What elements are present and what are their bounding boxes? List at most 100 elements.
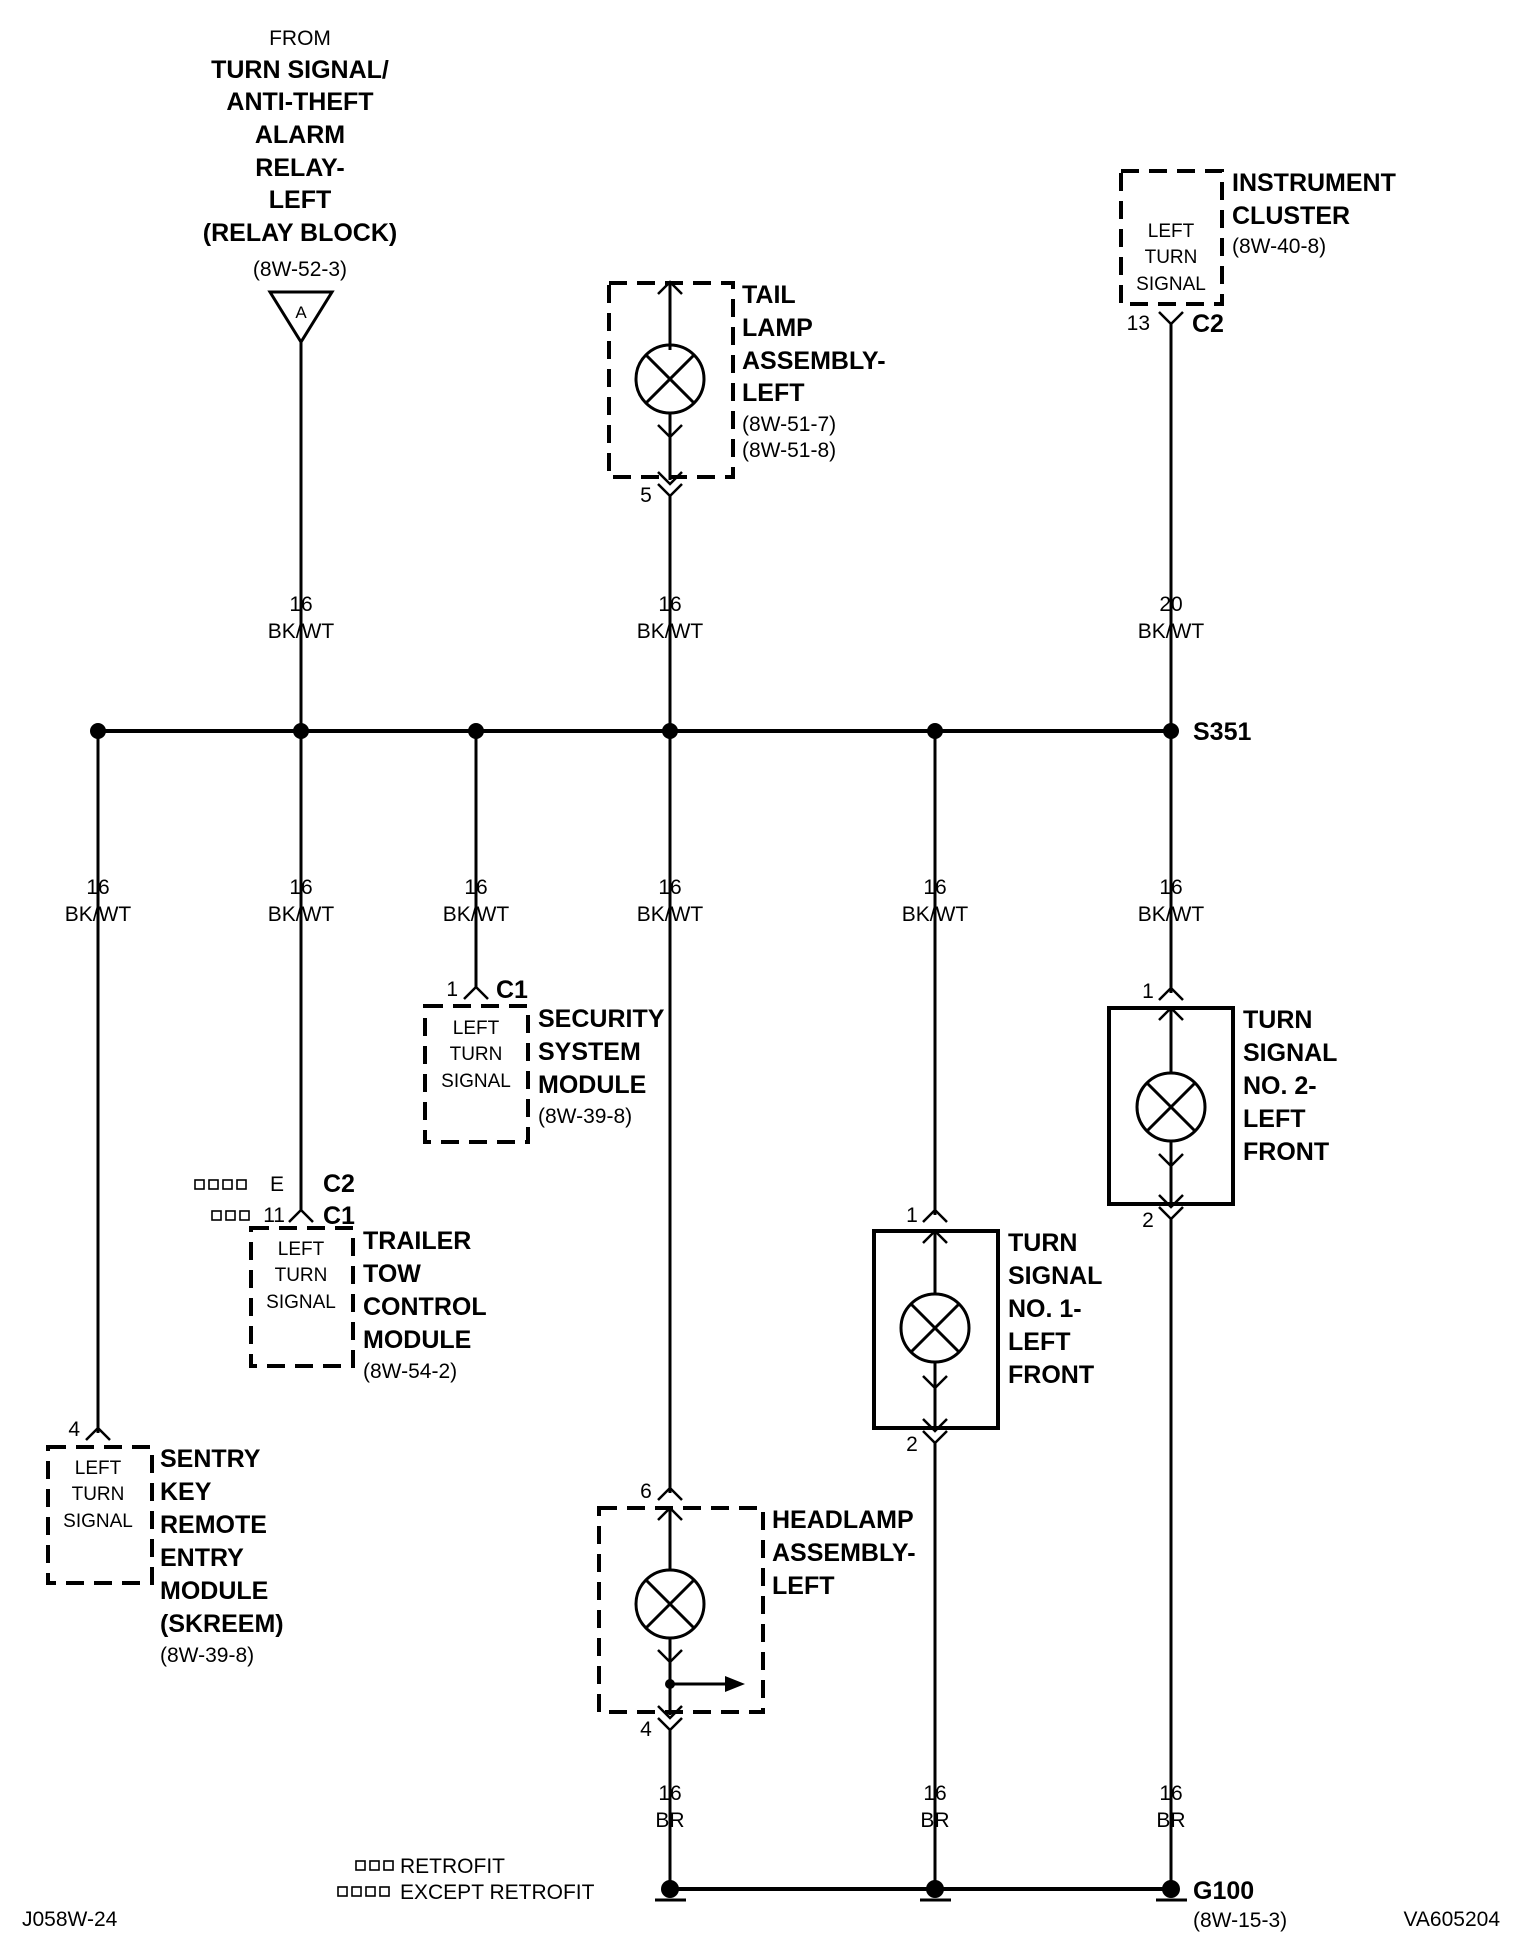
source-ref: (8W-52-3): [253, 258, 347, 281]
svg-text:LEFT: LEFT: [1148, 221, 1195, 242]
connector-arrow-icon: [657, 1705, 683, 1720]
connector-arrow-icon: [1158, 1194, 1184, 1209]
svg-text:TURN: TURN: [1243, 1006, 1312, 1034]
svg-text:SENTRY: SENTRY: [160, 1445, 261, 1473]
ts1-label: TURN SIGNAL NO. 1- LEFT FRONT: [1008, 1229, 1102, 1389]
security-module-box: [423, 1004, 530, 1144]
connector-arrow-icon: [1158, 1206, 1184, 1221]
splice-label: S351: [1193, 718, 1251, 746]
source-from: FROM: [269, 27, 331, 50]
svg-text:SIGNAL: SIGNAL: [1008, 1262, 1102, 1290]
svg-text:ENTRY: ENTRY: [160, 1544, 244, 1572]
connector-arrow-icon: [657, 483, 683, 498]
headlamp-pin-top: 6: [640, 1480, 652, 1503]
svg-text:(8W-39-8): (8W-39-8): [538, 1105, 632, 1128]
security-module-label: SECURITY SYSTEM MODULE (8W-39-8): [538, 1005, 665, 1128]
svg-text:(8W-39-8): (8W-39-8): [160, 1644, 254, 1667]
svg-text:LEFT: LEFT: [772, 1572, 835, 1600]
connector-arrow-icon: [657, 1717, 683, 1732]
svg-text:LEFT: LEFT: [1243, 1105, 1306, 1133]
source-name-line: ALARM: [255, 121, 345, 149]
lamp-bulb-icon: [899, 1292, 971, 1364]
source-tag: A: [295, 303, 307, 322]
svg-text:MODULE: MODULE: [538, 1071, 646, 1099]
connector-arrow-icon: [922, 1418, 948, 1433]
svg-text:TRAILER: TRAILER: [363, 1227, 471, 1255]
svg-text:TURN: TURN: [1145, 247, 1198, 268]
wire-gauge: 16: [923, 1782, 946, 1805]
wire-color: BR: [1156, 1809, 1185, 1832]
tail-lamp-pin: 5: [640, 484, 652, 507]
source-name-line: LEFT: [269, 186, 332, 214]
svg-text:SYSTEM: SYSTEM: [538, 1038, 641, 1066]
svg-text:MODULE: MODULE: [363, 1326, 471, 1354]
connector-arrow-icon: [657, 471, 683, 486]
cluster-pin: 13: [1127, 312, 1150, 335]
instrument-cluster-label: INSTRUMENT CLUSTER (8W-40-8): [1232, 169, 1396, 258]
wire-color: BR: [655, 1809, 684, 1832]
svg-text:(8W-40-8): (8W-40-8): [1232, 235, 1326, 258]
trailer-connector-except-retrofit: C2: [323, 1170, 355, 1198]
ground-name: G100: [1193, 1877, 1254, 1905]
svg-text:LAMP: LAMP: [742, 314, 813, 342]
svg-text:NO. 2-: NO. 2-: [1243, 1072, 1317, 1100]
retrofit-marker-icon: [211, 1210, 250, 1221]
connector-arrow-icon: [1158, 986, 1184, 1001]
svg-text:LEFT: LEFT: [278, 1239, 325, 1260]
wire-gauge: 16: [289, 593, 312, 616]
svg-text:TOW: TOW: [363, 1260, 421, 1288]
ts1-pin-top: 1: [906, 1204, 918, 1227]
source-triangle-icon: A: [267, 290, 335, 345]
trailer-pin-except-retrofit: E: [270, 1173, 284, 1196]
ground-point-icon: [920, 1880, 951, 1902]
svg-text:TAIL: TAIL: [742, 281, 796, 309]
lamp-bulb-icon: [634, 343, 706, 415]
connector-arrow-icon: [1158, 311, 1184, 326]
connector-arrow-icon: [463, 985, 489, 1000]
svg-text:(8W-51-8): (8W-51-8): [742, 439, 836, 462]
skreem-pin: 4: [68, 1418, 80, 1441]
cluster-connector: C2: [1192, 310, 1224, 338]
svg-text:TURN: TURN: [450, 1044, 503, 1065]
footer-left-code: J058W-24: [22, 1908, 118, 1931]
ts2-pin-bottom: 2: [1142, 1209, 1154, 1232]
svg-text:SECURITY: SECURITY: [538, 1005, 665, 1033]
retrofit-marker-icon: [355, 1860, 394, 1871]
svg-text:SIGNAL: SIGNAL: [63, 1511, 133, 1532]
legend: RETROFIT EXCEPT RETROFIT: [337, 1855, 595, 1904]
svg-text:TURN: TURN: [1008, 1229, 1077, 1257]
svg-text:ASSEMBLY-: ASSEMBLY-: [772, 1539, 916, 1567]
connector-arrow-icon: [922, 1208, 948, 1223]
wire-color: BK/WT: [268, 620, 335, 643]
svg-text:LEFT: LEFT: [75, 1458, 122, 1479]
connector-arrow-icon: [922, 1430, 948, 1445]
trailer-pin-retrofit: 11: [263, 1204, 285, 1227]
ground-point-icon: [1156, 1880, 1187, 1902]
except-retrofit-marker-icon: [337, 1886, 390, 1897]
connector-arrow-icon: [922, 1375, 948, 1390]
svg-text:TURN: TURN: [275, 1265, 328, 1286]
wire-color: BK/WT: [268, 903, 335, 926]
skreem-box: [46, 1445, 154, 1585]
svg-text:LEFT: LEFT: [453, 1018, 500, 1039]
svg-text:SIGNAL: SIGNAL: [266, 1292, 336, 1313]
except-retrofit-marker-icon: [194, 1179, 247, 1190]
skreem-label: SENTRY KEY REMOTE ENTRY MODULE (SKREEM) …: [160, 1445, 284, 1667]
svg-text:HEADLAMP: HEADLAMP: [772, 1506, 914, 1534]
wire-gauge: 16: [658, 593, 681, 616]
wire-gauge: 16: [923, 876, 946, 899]
ground-ref: (8W-15-3): [1193, 1909, 1287, 1932]
lamp-bulb-icon: [1135, 1071, 1207, 1143]
svg-text:MODULE: MODULE: [160, 1577, 268, 1605]
svg-text:KEY: KEY: [160, 1478, 212, 1506]
connector-arrow-icon: [657, 1649, 683, 1664]
ground-point-icon: [655, 1880, 686, 1902]
lamp-bulb-icon: [634, 1568, 706, 1640]
trailer-module-label: TRAILER TOW CONTROL MODULE (8W-54-2): [363, 1227, 487, 1383]
wire-gauge: 16: [1159, 1782, 1182, 1805]
source-name-line: RELAY-: [255, 154, 344, 182]
source-relay-label: FROM TURN SIGNAL/ ANTI-THEFT ALARM RELAY…: [203, 27, 397, 281]
svg-text:TURN: TURN: [72, 1484, 125, 1505]
wire-color: BK/WT: [902, 903, 969, 926]
